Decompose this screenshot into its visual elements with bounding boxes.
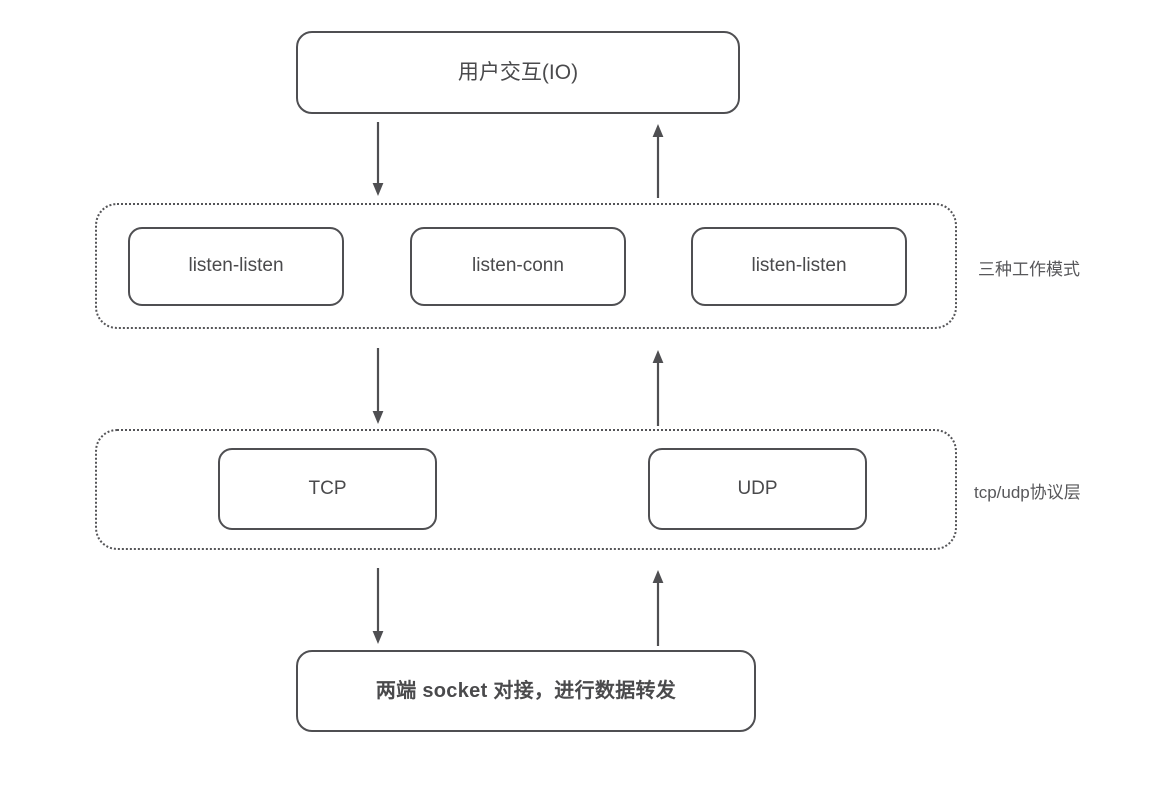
node-socket-forwarding[interactable]: 两端 socket 对接，进行数据转发 [296,650,756,732]
caption-tcp-udp-protocol: tcp/udp协议层 [974,483,1081,502]
arrow-socket-to-protocol-up [649,568,667,646]
arrow-modes-to-top-up [649,122,667,198]
node-mode-listen-listen-1[interactable]: listen-listen [128,227,344,306]
group-work-modes [95,203,957,329]
node-protocol-tcp-label: TCP [308,477,347,499]
arrow-top-to-modes-down [369,122,387,198]
arrow-protocol-to-socket-down [369,568,387,646]
node-user-interaction-label: 用户交互(IO) [457,60,579,84]
group-tcp-udp-protocol [95,429,957,550]
caption-work-modes: 三种工作模式 [978,260,1080,279]
node-mode-listen-listen-2[interactable]: listen-listen [691,227,907,306]
node-user-interaction[interactable]: 用户交互(IO) [296,31,740,114]
node-protocol-udp[interactable]: UDP [648,448,867,530]
arrow-modes-to-protocol-down [369,348,387,426]
node-mode-1-label: listen-listen [188,255,284,277]
node-protocol-udp-label: UDP [737,477,778,499]
node-mode-2-label: listen-conn [472,255,564,277]
node-mode-listen-conn[interactable]: listen-conn [410,227,626,306]
arrow-protocol-to-modes-up [649,348,667,426]
node-socket-forwarding-label: 两端 socket 对接，进行数据转发 [375,680,677,702]
node-protocol-tcp[interactable]: TCP [218,448,437,530]
node-mode-3-label: listen-listen [751,255,847,277]
